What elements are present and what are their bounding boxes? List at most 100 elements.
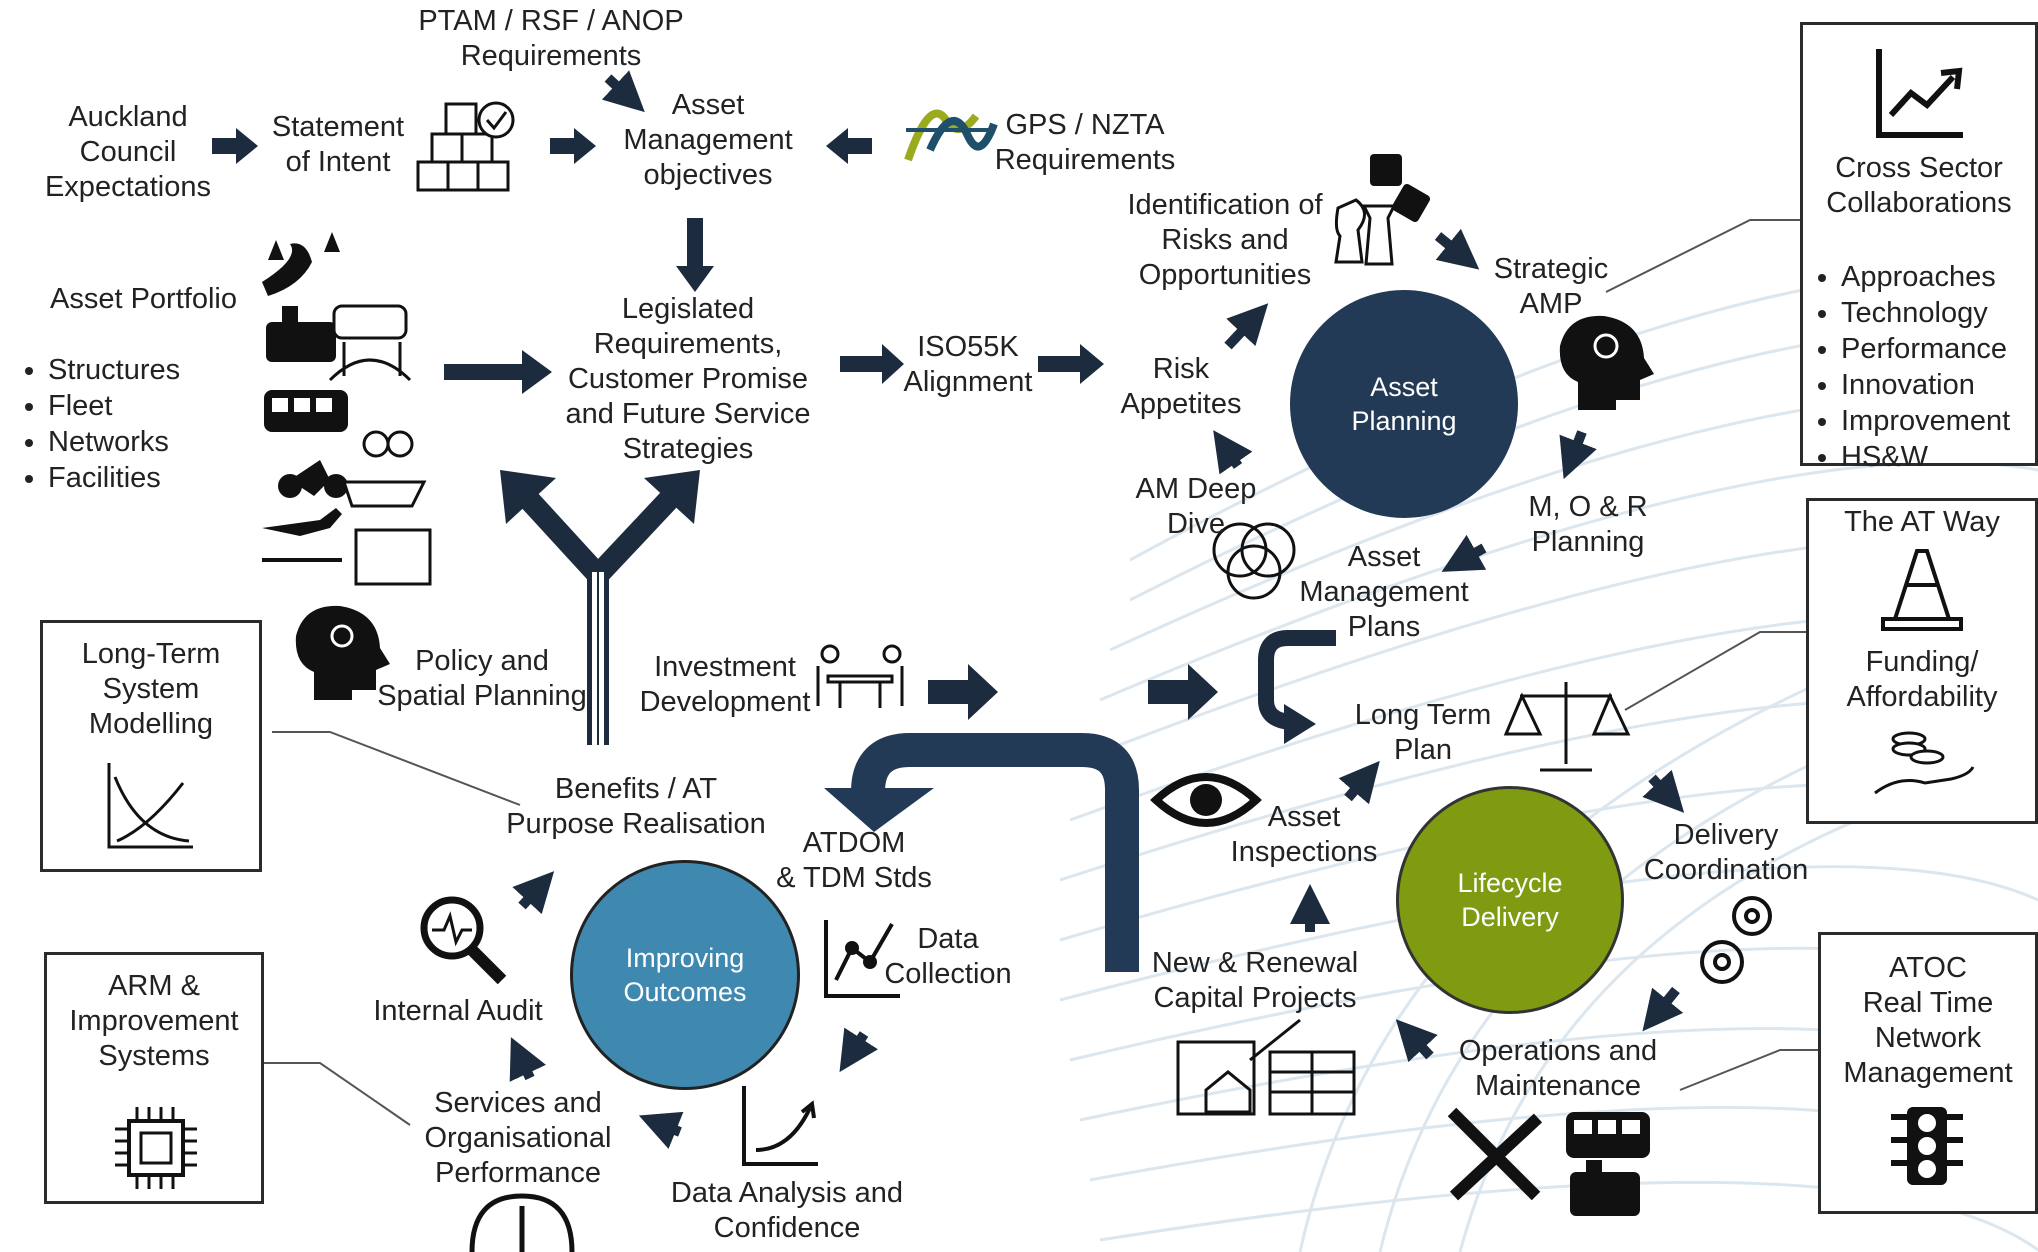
- portfolio-item: Fleet: [48, 388, 180, 424]
- node-text: Plans: [1347, 611, 1421, 643]
- node-text: Purpose Realisation: [506, 808, 766, 840]
- node-am-deep-dive: AM Deep Dive: [1124, 472, 1268, 542]
- node-text: Council: [79, 136, 177, 168]
- box-text: ARM &: [108, 970, 200, 1002]
- growth-curve-icon: [742, 1086, 818, 1166]
- node-text: Dive: [1166, 508, 1225, 540]
- curves-chart-icon: [107, 763, 193, 849]
- building-blueprint-icon: [1176, 1018, 1356, 1116]
- node-text: Asset: [671, 89, 745, 121]
- node-asset-portfolio-title: Asset Portfolio: [50, 283, 237, 315]
- node-text: Management: [623, 124, 793, 156]
- node-text: Long Term: [1354, 699, 1492, 731]
- hub-lifecycle-line1: Lifecycle: [1457, 868, 1563, 898]
- portfolio-item: Structures: [48, 352, 180, 388]
- node-text: New & Renewal: [1151, 947, 1359, 979]
- node-text: Spatial Planning: [377, 680, 587, 712]
- node-text: of Intent: [285, 146, 391, 178]
- node-text: Maintenance: [1474, 1070, 1642, 1102]
- arrow-auckland-to-statement: [212, 128, 258, 164]
- at-way-title: The AT Way: [1844, 506, 2000, 538]
- node-text: PTAM / RSF / ANOP: [418, 5, 684, 37]
- node-text: Statement: [271, 111, 405, 143]
- box-at-way: The AT Way Funding/ Affordability: [1806, 498, 2038, 824]
- box-text: Affordability: [1846, 681, 1998, 713]
- node-long-term-plan: Long Term Plan: [1346, 698, 1500, 768]
- node-text: Strategies: [622, 433, 754, 465]
- node-text: Delivery: [1673, 819, 1779, 851]
- box-text: Improvement: [69, 1005, 239, 1037]
- nzta-logo-icon: [904, 109, 998, 162]
- arrow-portfolio-to-legislated: [444, 350, 552, 394]
- node-text: Services and: [434, 1087, 602, 1119]
- box-cross-sector: Cross Sector Collaborations Approaches T…: [1800, 22, 2038, 473]
- chip-icon: [115, 1107, 197, 1189]
- node-text: Auckland: [68, 101, 188, 133]
- gauge-icon: [469, 1193, 575, 1252]
- cross-sector-item: HS&W: [1841, 439, 2010, 475]
- node-data-collection: Data Collection: [882, 922, 1014, 992]
- cross-sector-item: Innovation: [1841, 367, 2010, 403]
- connector-lines: [264, 219, 1818, 1126]
- node-text: Planning: [1531, 526, 1645, 558]
- node-mor-planning: M, O & R Planning: [1510, 490, 1666, 560]
- node-text: Plan: [1393, 734, 1453, 766]
- scales-icon: [1503, 682, 1631, 772]
- hub-asset-planning: Asset Planning: [1290, 290, 1518, 518]
- node-identification-risks: Identification of Risks and Opportunitie…: [1122, 188, 1328, 293]
- box-text: Collaborations: [1826, 187, 2012, 219]
- node-text: Legislated: [621, 293, 755, 325]
- transport-portfolio-icons: [262, 232, 432, 586]
- plans-to-ltp-arrow: [1258, 630, 1336, 730]
- line-chart-icon: [824, 920, 900, 998]
- node-risk-appetites: Risk Appetites: [1110, 352, 1252, 422]
- box-text: Systems: [98, 1040, 210, 1072]
- node-investment-development: Investment Development: [638, 650, 812, 720]
- venn-icon: [1212, 522, 1296, 600]
- node-text: & TDM Stds: [776, 862, 932, 894]
- meeting-icon: [816, 644, 904, 708]
- node-text: Opportunities: [1138, 259, 1312, 291]
- node-text: AMP: [1519, 288, 1583, 320]
- eye-icon: [1150, 773, 1262, 827]
- asset-portfolio-list: Structures Fleet Networks Facilities: [4, 352, 180, 496]
- node-text: Appetites: [1120, 388, 1242, 420]
- node-text: Benefits / AT: [554, 773, 718, 805]
- node-text: objectives: [643, 159, 773, 191]
- node-text: Coordination: [1643, 854, 1809, 886]
- magnifier-pulse-icon: [420, 896, 507, 985]
- node-internal-audit: Internal Audit: [373, 995, 543, 1027]
- box-text: Modelling: [88, 708, 214, 740]
- node-iso55k: ISO55K Alignment: [900, 330, 1036, 400]
- node-text: Capital Projects: [1153, 982, 1357, 1014]
- node-text: Customer Promise: [567, 363, 809, 395]
- arrow-iso-to-risk: [1038, 344, 1104, 384]
- node-policy-spatial: Policy and Spatial Planning: [374, 644, 590, 714]
- node-text: Inspections: [1230, 836, 1378, 868]
- cross-sector-item: Technology: [1841, 295, 2010, 331]
- node-capital-projects: New & Renewal Capital Projects: [1148, 946, 1362, 1016]
- hub-improving-outcomes: Improving Outcomes: [570, 860, 800, 1090]
- box-text: Management: [1843, 1057, 2013, 1089]
- arrow-legislated-to-iso: [840, 344, 904, 384]
- box-text: Funding/: [1865, 646, 1979, 678]
- node-gps-nzta: GPS / NZTA Requirements: [990, 108, 1180, 178]
- node-text: Confidence: [713, 1212, 861, 1244]
- arrow-investment-left: [928, 664, 998, 720]
- node-services-performance: Services and Organisational Performance: [420, 1086, 616, 1191]
- node-text: Collection: [884, 958, 1012, 990]
- arrow-statement-to-objectives: [550, 128, 596, 164]
- node-text: Risk: [1152, 353, 1210, 385]
- box-text: System: [102, 673, 200, 705]
- node-text: Investment: [654, 651, 796, 683]
- node-atdom: ATDOM & TDM Stds: [772, 826, 936, 896]
- node-text: Development: [639, 686, 811, 718]
- chart-trend-icon: [1876, 49, 1963, 138]
- node-auckland-expectations: Auckland Council Expectations: [40, 100, 216, 205]
- coins-hand-icon: [1874, 731, 1975, 795]
- arm-title: ARM & Improvement Systems: [47, 969, 261, 1074]
- node-text: GPS / NZTA: [1005, 109, 1165, 141]
- tools-icon: [1447, 1107, 1543, 1201]
- node-delivery-coordination: Delivery Coordination: [1640, 818, 1812, 888]
